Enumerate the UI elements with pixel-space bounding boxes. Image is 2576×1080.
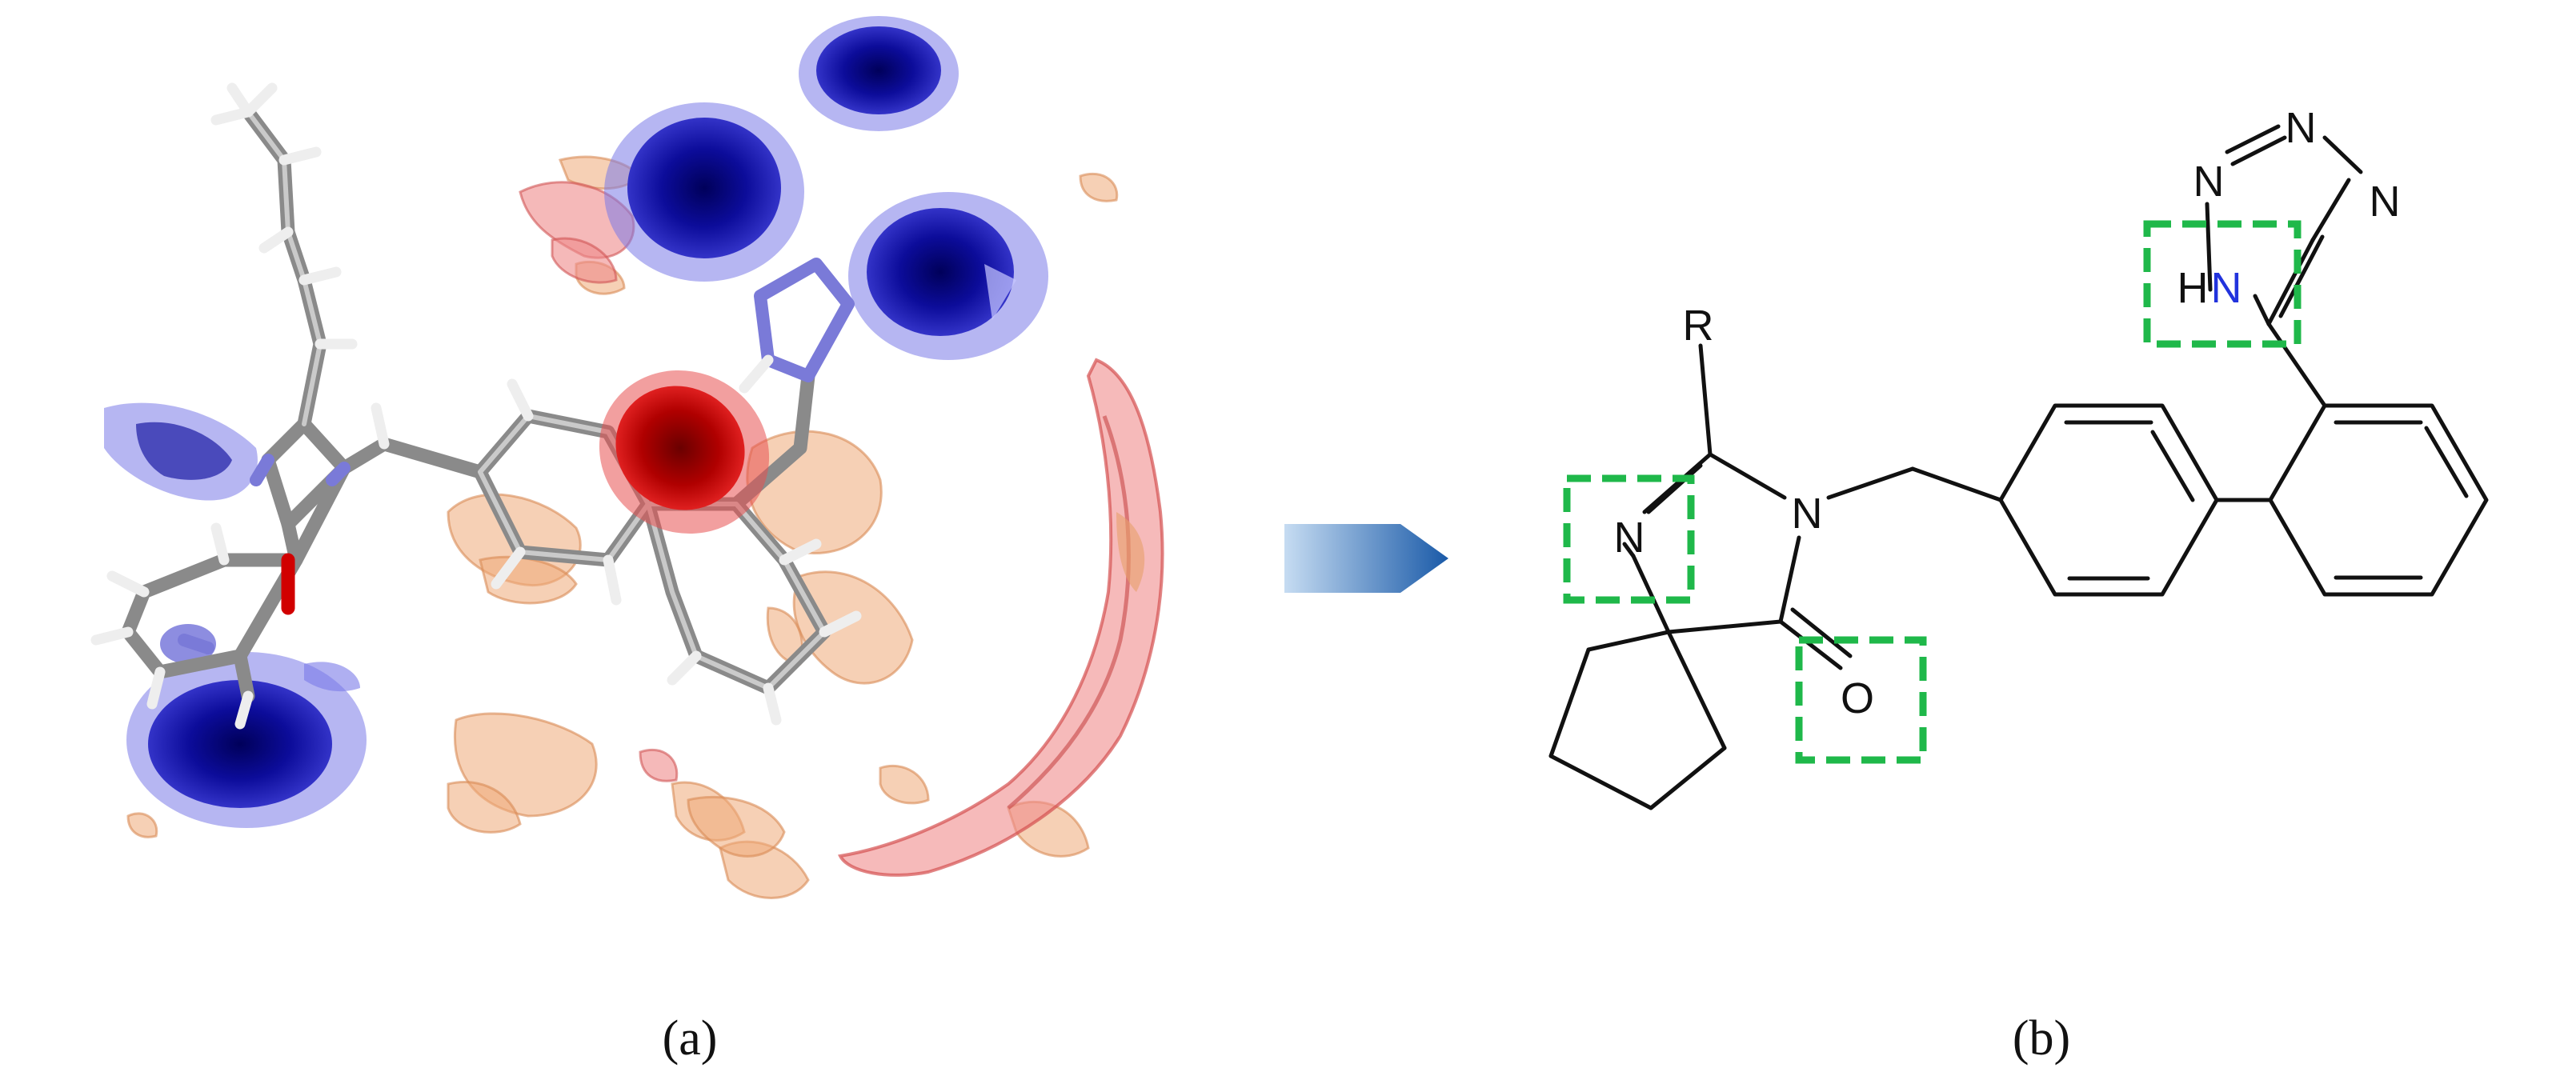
donor-contour-bottom-left xyxy=(126,652,367,828)
donor-contour-upper-right xyxy=(848,192,1048,360)
donor-contour-left xyxy=(104,402,258,501)
panel-label-a: (a) xyxy=(663,1011,718,1066)
atom-label-tetrazole-n2: N xyxy=(2193,158,2225,206)
highlight-boxes xyxy=(1563,220,2302,764)
donor-contour-top xyxy=(799,16,959,131)
structure-bonds xyxy=(1548,124,2489,810)
donor-contours xyxy=(104,16,1048,828)
atom-label-n-imine: N xyxy=(1614,514,1645,562)
acceptor-band-contour xyxy=(837,358,1164,877)
donor-contour-upper-left xyxy=(604,102,804,282)
acceptor-contour-center xyxy=(599,370,770,534)
atom-label-tetrazole-nh: N xyxy=(2211,264,2242,312)
atom-label-carbonyl-o: O xyxy=(1841,674,1874,722)
atom-label-tetrazole-n1: N xyxy=(2286,104,2317,152)
atom-label-r: R xyxy=(1683,302,1714,350)
transition-arrow xyxy=(1284,524,1448,593)
atom-label-n-ring: N xyxy=(1792,490,1823,538)
panel-a-contour-map xyxy=(90,16,1164,899)
panel-label-b: (b) xyxy=(2013,1011,2070,1066)
highlight-box-imine-n xyxy=(1563,474,1695,604)
atom-label-tetrazole-n3: N xyxy=(2370,178,2401,226)
atom-label-tetrazole-h: H xyxy=(2177,264,2209,312)
highlight-box-carbonyl-o xyxy=(1795,636,1927,764)
panel-b-structure: R N N O N N N H N xyxy=(1548,104,2489,810)
highlight-box-tetrazole-nh xyxy=(2143,220,2302,348)
